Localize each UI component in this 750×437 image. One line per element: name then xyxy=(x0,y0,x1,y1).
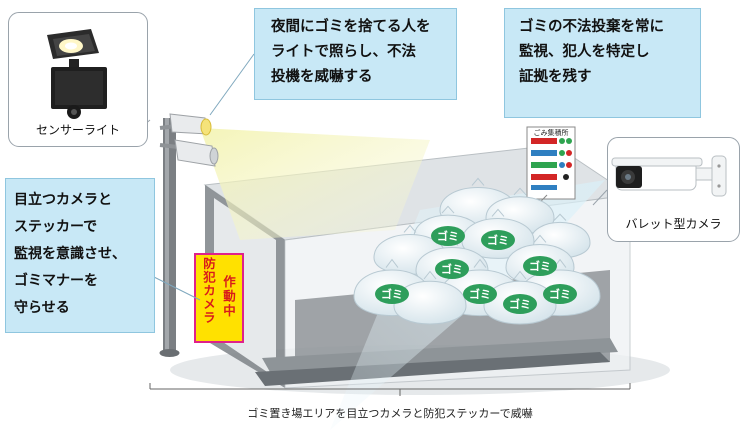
sign-title: ごみ集積所 xyxy=(533,129,569,137)
bag-label-badge xyxy=(543,284,577,304)
callout-night-line: 夜間にゴミを捨てる人を xyxy=(271,19,431,35)
callout-monitor-line: ゴミの不法投棄を常に xyxy=(519,19,664,35)
bag-knot xyxy=(491,208,505,217)
callout-deterrence-line: 守らせる xyxy=(14,300,70,316)
diagram-caption: ゴミ置き場エリアを目立つカメラと防犯ステッカーで威嚇 xyxy=(247,407,533,420)
bag-label-badge xyxy=(463,284,497,304)
sticker-text: 防犯カメラ 作動中 xyxy=(197,257,241,339)
bullet-camera-card: バレット型カメラ xyxy=(607,137,740,242)
bag-knot xyxy=(441,205,455,214)
bullet-camera-icon xyxy=(611,155,727,197)
callout-monitor-line: 証拠を残す xyxy=(519,69,592,85)
callout-deterrence-line: 目立つカメラと xyxy=(14,192,112,208)
bag-knot xyxy=(385,258,399,268)
leader-bullet xyxy=(592,189,608,206)
bag-label-badge xyxy=(431,226,465,246)
bag-label-text: ゴミ xyxy=(529,259,551,273)
bag-label-badge xyxy=(523,256,557,276)
callout-night-line: ライトで照らし、不法 xyxy=(271,44,416,60)
bag-label-badge xyxy=(503,294,537,314)
sensor-light-icon xyxy=(47,29,107,119)
sticker-line-camera: 防犯カメラ xyxy=(201,257,216,325)
bag-knot xyxy=(473,258,487,268)
leader-night xyxy=(209,53,255,116)
bag-label-text: ゴミ xyxy=(549,287,571,301)
bag-label-badge xyxy=(481,230,515,250)
bag-label-text: ゴミ xyxy=(381,287,403,301)
bag-knot xyxy=(513,270,527,280)
callout-deterrence-line: ゴミマナーを xyxy=(14,273,98,289)
light-beam xyxy=(200,128,430,240)
sensor-light-label: センサーライト xyxy=(35,123,120,137)
callout-deterrence-line: ステッカーで xyxy=(14,219,98,235)
garbage-bag xyxy=(393,280,467,325)
bag-label-text: ゴミ xyxy=(441,262,463,276)
light-pole xyxy=(159,113,219,357)
bag-knot xyxy=(533,234,547,243)
callout-night-line: 投機を威嚇する xyxy=(271,69,373,85)
callout-night-light: 夜間にゴミを捨てる人を ライトで照らし、不法 投機を威嚇する xyxy=(254,8,457,100)
bag-knot xyxy=(471,177,485,186)
callout-deterrence: 目立つカメラと ステッカーで 監視を意識させ、 ゴミマナーを 守らせる xyxy=(5,178,155,333)
bag-label-badge xyxy=(375,284,409,304)
leader-left xyxy=(149,274,201,301)
sensor-light-card: センサーライト xyxy=(8,12,148,147)
bag-label-text: ゴミ xyxy=(487,233,509,247)
callout-monitoring: ゴミの不法投棄を常に 監視、犯人を特定し 証拠を残す xyxy=(504,8,701,118)
bag-knot xyxy=(553,213,567,221)
garbage-bags: ゴミゴミゴミゴミゴミゴミゴミゴミ xyxy=(353,177,601,325)
collection-sign xyxy=(514,126,576,247)
callout-monitor-line: 監視、犯人を特定し xyxy=(519,44,650,60)
bag-label-text: ゴミ xyxy=(437,229,459,243)
bullet-camera-label: バレット型カメラ xyxy=(625,217,722,231)
bag-knot xyxy=(403,224,417,233)
bag-knot xyxy=(513,187,527,196)
bag-label-badge xyxy=(435,259,469,279)
bag-knot xyxy=(423,270,437,280)
bag-label-text: ゴミ xyxy=(469,287,491,301)
bag-label-text: ゴミ xyxy=(509,297,531,311)
caption-bracket xyxy=(149,383,631,396)
callout-deterrence-line: 監視を意識させ、 xyxy=(14,246,126,262)
sticker-line-active: 作動中 xyxy=(221,275,236,319)
